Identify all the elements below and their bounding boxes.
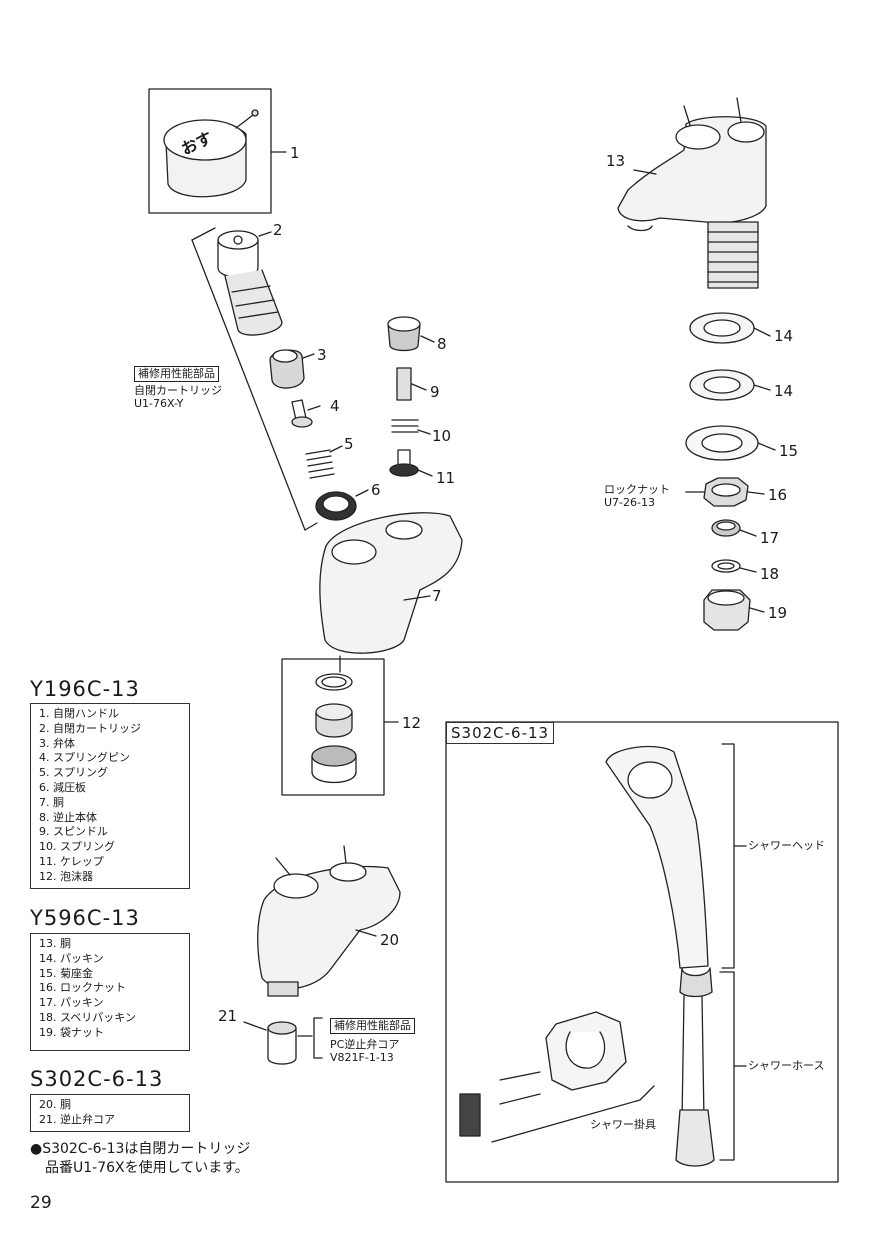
callout-1: 1 <box>290 144 300 162</box>
repair-part-tag: 補修用性能部品 <box>330 1018 415 1034</box>
parts-legend-s302: 20. 胴 21. 逆止弁コア <box>30 1094 190 1132</box>
repair-part-code: U1-76X-Y <box>134 397 184 410</box>
cartridge-note: ●S302C-6-13は自閉カートリッジ 品番U1-76Xを使用しています。 <box>30 1140 250 1178</box>
callout-2: 2 <box>273 221 283 239</box>
legend-item: 10. スプリング <box>39 840 115 854</box>
lock-nut-annotation: ロックナット U7-26-13 <box>604 483 670 509</box>
callout-6: 6 <box>371 481 381 499</box>
callout-8: 8 <box>437 335 447 353</box>
part-16-lock-nut <box>685 477 765 507</box>
part-5-spring <box>305 445 343 479</box>
part-20-faucet-body <box>257 845 401 997</box>
part-14-packing-upper <box>689 312 771 344</box>
legend-item: 12. 泡沫器 <box>39 869 93 883</box>
part-11-kerep <box>389 449 433 477</box>
legend-item: 6. 減圧板 <box>39 780 86 794</box>
callout-3: 3 <box>317 346 327 364</box>
part-15-toothed-washer <box>685 425 776 461</box>
legend-item: 14. パッキン <box>39 951 104 965</box>
part-12-aerator <box>281 658 399 796</box>
callout-5: 5 <box>344 435 354 453</box>
part-6-pressure-plate <box>315 489 369 521</box>
part-8-check-valve-body <box>387 316 435 352</box>
callout-13: 13 <box>606 152 626 170</box>
lock-nut-name: ロックナット <box>604 483 670 496</box>
legend-item: 4. スプリングピン <box>39 751 130 765</box>
repair-part-name: 自閉カートリッジ <box>134 384 222 397</box>
cartridge-note-line2: 品番U1-76Xを使用しています。 <box>45 1160 249 1176</box>
parts-legend-y196: 1. 自閉ハンドル 2. 自閉カートリッジ 3. 弁体 4. スプリングピン 5… <box>30 703 190 889</box>
callout-10: 10 <box>432 427 452 445</box>
shower-hose <box>675 971 747 1167</box>
part-4-spring-pin <box>291 399 321 428</box>
model-title-y196: Y196C-13 <box>30 677 140 701</box>
cartridge-note-line1: ●S302C-6-13は自閉カートリッジ <box>30 1141 251 1157</box>
callout-21: 21 <box>218 1007 238 1025</box>
callout-19: 19 <box>768 604 788 622</box>
callout-9: 9 <box>430 383 440 401</box>
part-7-faucet-body <box>319 512 463 673</box>
repair-part-annotation-cartridge: 補修用性能部品 自閉カートリッジ U1-76X-Y <box>134 366 222 410</box>
s302-box-title: S302C-6-13 <box>446 722 555 744</box>
legend-item: 1. 自閉ハンドル <box>39 707 119 720</box>
legend-item: 19. 袋ナット <box>39 1025 104 1039</box>
part-3-valve-body <box>269 349 315 389</box>
repair-part-annotation-check-valve: 補修用性能部品 PC逆止弁コア V821F-1-13 <box>330 1018 415 1064</box>
callout-18: 18 <box>760 565 780 583</box>
shower-head <box>605 743 747 998</box>
part-1-handle <box>148 88 287 214</box>
lock-nut-code: U7-26-13 <box>604 496 655 509</box>
shower-holder <box>459 1011 655 1143</box>
legend-item: 3. 弁体 <box>39 736 75 750</box>
callout-16: 16 <box>768 486 788 504</box>
shower-holder-label: シャワー掛具 <box>590 1118 656 1131</box>
legend-item: 13. 胴 <box>39 937 71 950</box>
repair-part-tag: 補修用性能部品 <box>134 366 219 382</box>
shower-head-label: シャワーヘッド <box>748 839 825 852</box>
part-17-packing <box>711 519 757 537</box>
part-13-faucet-body <box>617 97 767 289</box>
callout-14b: 14 <box>774 382 794 400</box>
callout-12: 12 <box>402 714 422 732</box>
legend-item: 2. 自閉カートリッジ <box>39 721 141 735</box>
legend-item: 11. ケレップ <box>39 854 104 868</box>
callout-11: 11 <box>436 469 456 487</box>
callout-15: 15 <box>779 442 799 460</box>
legend-item: 18. スベリパッキン <box>39 1010 136 1024</box>
part-10-spring <box>391 419 431 435</box>
legend-item: 16. ロックナット <box>39 981 126 995</box>
part-21-check-valve-core <box>243 1017 323 1065</box>
part-9-spindle <box>396 367 427 401</box>
legend-item: 8. 逆止本体 <box>39 810 97 824</box>
callout-14a: 14 <box>774 327 794 345</box>
part-18-slip-packing <box>711 559 757 573</box>
callout-20: 20 <box>380 931 400 949</box>
callout-4: 4 <box>330 397 340 415</box>
part-14-packing-lower <box>689 369 771 401</box>
legend-item: 15. 菊座金 <box>39 966 93 980</box>
model-title-y596: Y596C-13 <box>30 906 140 930</box>
legend-item: 21. 逆止弁コア <box>39 1112 115 1126</box>
parts-legend-y596: 13. 胴 14. パッキン 15. 菊座金 16. ロックナット 17. パッ… <box>30 933 190 1051</box>
shower-hose-label: シャワーホース <box>748 1059 825 1072</box>
legend-item: 5. スプリング <box>39 766 108 780</box>
repair-part-code: V821F-1-13 <box>330 1051 394 1064</box>
s302-outline-box <box>445 721 839 1183</box>
callout-17: 17 <box>760 529 780 547</box>
callout-7: 7 <box>432 587 442 605</box>
legend-item: 9. スピンドル <box>39 825 108 839</box>
part-19-cap-nut <box>703 589 765 631</box>
model-title-s302: S302C-6-13 <box>30 1067 164 1091</box>
legend-item: 20. 胴 <box>39 1098 71 1111</box>
page-number: 29 <box>30 1193 52 1213</box>
legend-item: 7. 胴 <box>39 795 64 809</box>
part-2-cartridge <box>217 230 283 336</box>
repair-part-name: PC逆止弁コア <box>330 1038 400 1051</box>
legend-item: 17. パッキン <box>39 996 104 1010</box>
cartridge-group-bracket <box>191 227 318 531</box>
